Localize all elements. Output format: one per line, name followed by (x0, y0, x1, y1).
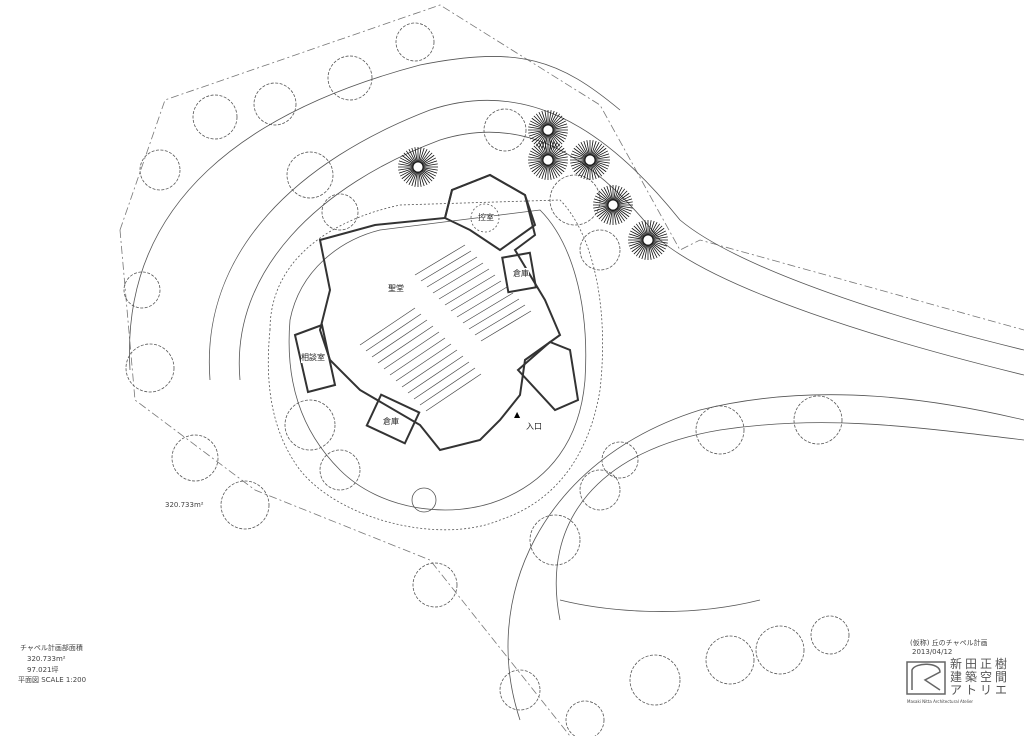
pew (413, 361, 470, 400)
pew (359, 307, 416, 346)
road-curve (507, 394, 1024, 721)
pews (359, 244, 532, 412)
tree (395, 22, 435, 62)
pew (462, 292, 514, 324)
tree (579, 469, 621, 511)
pew (383, 331, 440, 370)
drawing-date: 2013/04/12 (912, 648, 953, 656)
legend-title: チャペル計画部面積 (20, 644, 83, 652)
pew (419, 367, 476, 406)
tree (579, 229, 621, 271)
firm-logo (906, 661, 946, 695)
tree (499, 669, 541, 711)
tree (220, 480, 270, 530)
tree (286, 151, 334, 199)
pew (414, 244, 466, 276)
site-boundary (119, 4, 1024, 331)
pew (432, 262, 484, 294)
room-label-storage-ne: 倉庫 (513, 268, 529, 279)
road-curve (208, 99, 1024, 381)
road-curve (555, 422, 1024, 621)
legend-area-m2: 320.733m² (27, 655, 66, 663)
dark-tree (570, 140, 610, 180)
toilet-block (516, 340, 580, 412)
tree (483, 108, 527, 152)
tree (565, 700, 605, 736)
tree (321, 193, 359, 231)
tree (549, 174, 601, 226)
pew (450, 280, 502, 312)
tree (705, 635, 755, 685)
pew (468, 298, 520, 330)
firm-name-jp: 新田正樹 建築空間 アトリエ (950, 658, 1010, 697)
pew (456, 286, 508, 318)
pew (389, 337, 446, 376)
dark-tree (528, 110, 568, 150)
pew (438, 268, 490, 300)
tree (192, 94, 238, 140)
legend-scale: 平面図 SCALE 1:200 (18, 676, 87, 684)
room-label-sanctuary: 聖堂 (388, 283, 404, 294)
pew (474, 304, 526, 336)
room-label-storage-sw: 倉庫 (383, 416, 399, 427)
road-curve (238, 131, 1024, 381)
tree (171, 434, 219, 482)
site-boundary-west (119, 229, 571, 736)
consult-room-wall (293, 323, 337, 394)
storage-room-sw (365, 393, 421, 445)
legend-area-tsubo: 97.021坪 (27, 666, 59, 674)
pew (407, 355, 464, 394)
trees (123, 22, 850, 736)
tree (529, 514, 581, 566)
tree (139, 149, 181, 191)
pew (425, 373, 482, 412)
terrace-outline (288, 209, 587, 511)
dark-tree (628, 220, 668, 260)
tree (810, 615, 850, 655)
pew (395, 343, 452, 382)
tree (412, 562, 458, 608)
dark-tree (398, 147, 438, 187)
pew (365, 313, 422, 352)
waiting-room-circle (470, 203, 500, 233)
pew (377, 325, 434, 364)
tree (123, 271, 161, 309)
room-label-waiting: 控室 (478, 212, 494, 223)
tree (327, 55, 373, 101)
pew (444, 274, 496, 306)
project-name: (仮称) 丘のチャペル計画 (910, 639, 988, 647)
tree (319, 449, 361, 491)
entrance-arrow-icon: ▲ (514, 410, 521, 419)
waiting-room-wall (443, 173, 537, 252)
firm-name-line: 新田正樹 (950, 657, 1011, 671)
storage-room-ne (501, 251, 538, 294)
firm-name-line: 建築空間 (950, 670, 1011, 684)
firm-name-line: アトリエ (950, 683, 1011, 697)
room-label-consult: 相談室 (301, 352, 325, 363)
pew (371, 319, 428, 358)
pew (480, 310, 532, 342)
tree (253, 82, 297, 126)
tree (125, 343, 175, 393)
dark-tree (528, 140, 568, 180)
tree (793, 395, 843, 445)
site-area-label: 320.733m² (165, 501, 204, 509)
tree (284, 399, 336, 451)
tree (755, 625, 805, 675)
firm-name-en: Masaki Nitta Architectural Atelier (907, 699, 974, 704)
fountain-circle (411, 487, 437, 513)
dark-trees (398, 110, 668, 260)
pew (420, 250, 472, 282)
tree (601, 441, 639, 479)
road-curve (129, 56, 621, 371)
dark-tree (593, 185, 633, 225)
pew (401, 349, 458, 388)
road-curve (559, 599, 761, 612)
tree (695, 405, 745, 455)
room-label-entrance: 入口 (526, 421, 542, 432)
tree (629, 654, 681, 706)
chapel-building (318, 173, 562, 452)
pew (426, 256, 478, 288)
